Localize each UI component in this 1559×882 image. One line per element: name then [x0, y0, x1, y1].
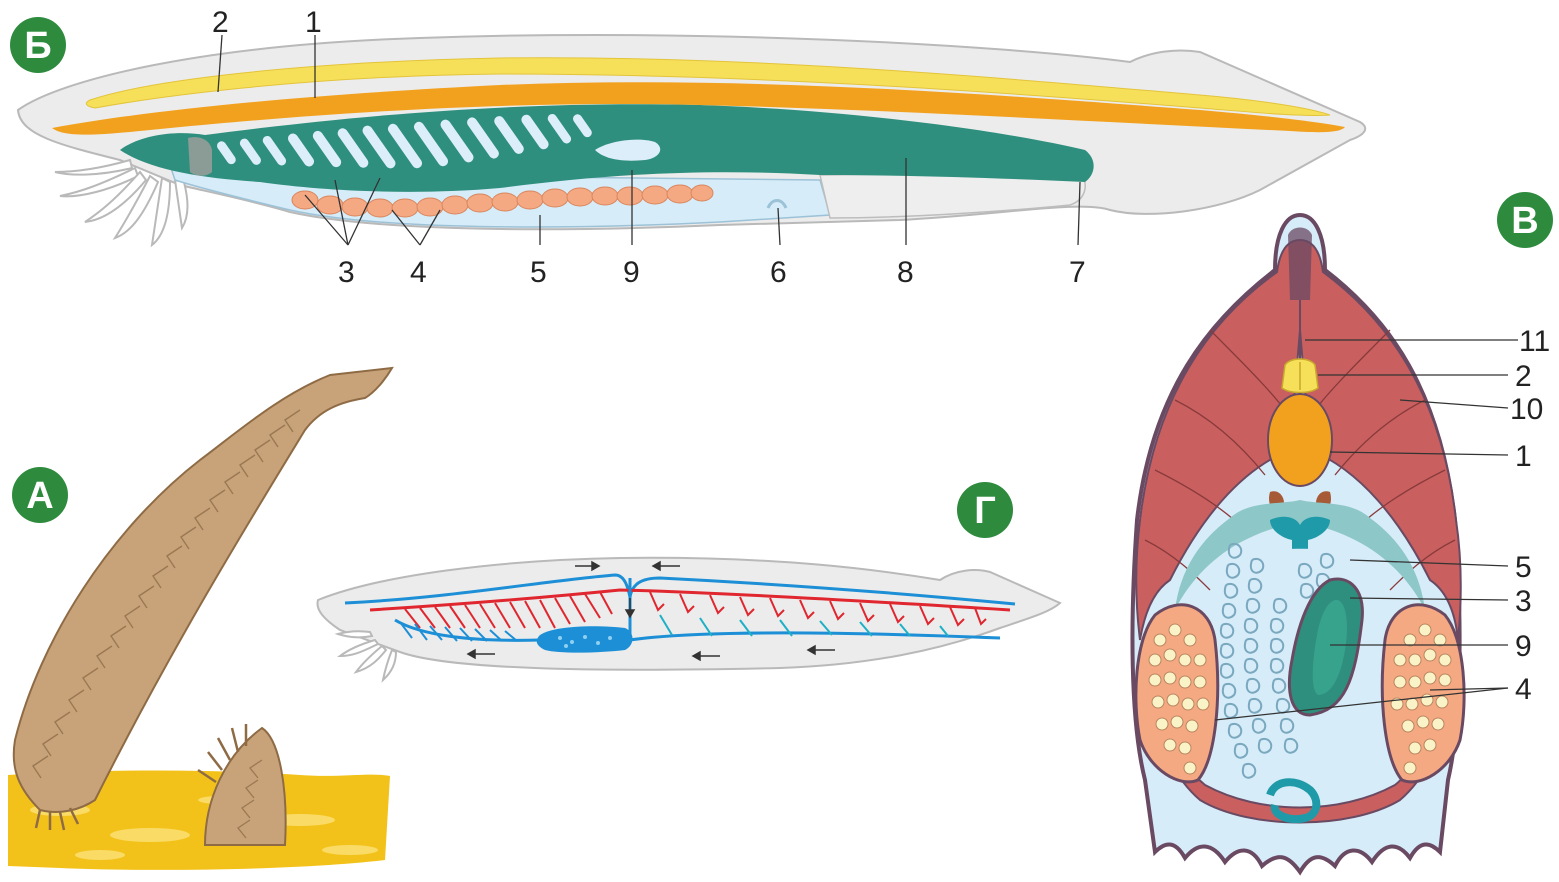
panel-v-cross-section: 11 2 10 1 5 3 9 4 В — [1132, 192, 1553, 872]
panel-b-longitudinal-section: 2 1 3 4 5 9 6 8 7 Б — [10, 6, 1365, 289]
label-v-3: 3 — [1515, 585, 1532, 618]
label-b-3: 3 — [338, 256, 355, 289]
lancelet-body — [14, 368, 392, 812]
body-outline-g — [317, 558, 1060, 670]
label-v-9: 9 — [1515, 630, 1532, 663]
label-b-6: 6 — [770, 256, 787, 289]
notochord-v — [1268, 394, 1332, 486]
label-v-10: 10 — [1510, 393, 1543, 426]
badge-g-letter: Г — [974, 490, 996, 532]
badge-a-letter: А — [26, 475, 53, 517]
badge-v-letter: В — [1511, 200, 1538, 242]
label-b-5: 5 — [530, 256, 547, 289]
label-b-4: 4 — [410, 256, 427, 289]
label-b-8: 8 — [897, 256, 914, 289]
label-b-7: 7 — [1069, 256, 1086, 289]
label-v-5: 5 — [1515, 551, 1532, 584]
label-v-4: 4 — [1515, 673, 1532, 706]
label-v-1: 1 — [1515, 440, 1532, 473]
panel-g-circulatory-system: Г — [317, 482, 1060, 680]
label-v-11: 11 — [1519, 325, 1550, 358]
velum — [188, 137, 212, 176]
label-b-1: 1 — [305, 6, 322, 39]
badge-b-letter: Б — [24, 25, 51, 67]
label-v-2: 2 — [1515, 360, 1532, 393]
label-b-2: 2 — [212, 6, 229, 39]
dorsal-fin — [1288, 228, 1312, 301]
label-b-9: 9 — [623, 256, 640, 289]
